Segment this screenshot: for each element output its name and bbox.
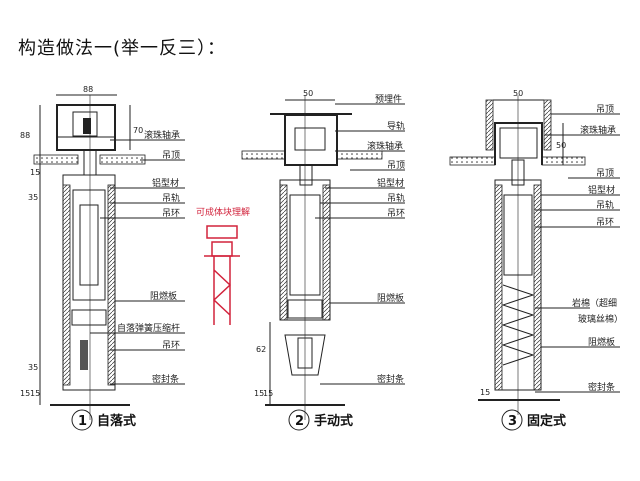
caption-3: 3 固定式 [501,409,566,431]
label: 吊顶 [387,160,405,171]
detail-2-labels: 预埋件 导轨 滚珠轴承 吊顶 铝型材 吊轨 吊环 阻燃板 密封条 [315,93,405,385]
label: 吊顶 [162,150,180,161]
label: 玻璃丝棉） [578,313,623,325]
label: 铝型材 [152,177,179,189]
label: 导轨 [387,120,405,132]
dim: 35 [28,363,38,372]
caption-number: 2 [295,414,304,429]
label: 吊环 [387,208,405,219]
label: 吊轨 [596,199,614,211]
detail-3-labels: 吊顶 滚珠轴承 吊顶 铝型材 吊轨 吊环 岩棉（超细 玻璃丝棉） 阻燃板 密封条 [535,104,623,393]
label: 预埋件 [375,93,402,105]
page-title: 构造做法一(举一反三）： [18,38,227,59]
caption-name: 自落式 [97,413,136,429]
detail-1-labels: 滚珠轴承 吊顶 铝型材 吊轨 吊环 阻燃板 自落弹簧压缩杆 吊环 密封条 [90,129,185,385]
dim: 35 [28,193,38,202]
label: 吊轨 [387,192,405,204]
label: 吊环 [162,340,180,351]
dim-width: 88 [83,85,93,94]
dim: 15 [263,389,273,398]
detail-3-drawing [449,95,586,415]
label: 滚珠轴承 [580,124,616,136]
label: 阻燃板 [150,290,177,302]
dim-width: 50 [303,89,313,98]
dim: 15 [254,389,264,398]
dim: 62 [256,345,266,354]
label: 密封条 [152,373,179,385]
dim: 15 [30,168,40,177]
caption-name: 手动式 [314,413,353,429]
dim: 15 [30,389,40,398]
label: 岩棉（超细 [572,297,617,309]
detail-1-drawing [33,94,146,420]
label: 滚珠轴承 [144,129,180,141]
dim: 15 [20,389,30,398]
annotation-text: 可成体块理解 [196,206,250,218]
label: 铝型材 [377,177,404,189]
caption-number: 1 [78,414,87,429]
label: 密封条 [588,381,615,393]
caption-2: 2 手动式 [288,409,353,431]
block-sketch [204,225,240,325]
dim-width: 50 [513,89,523,98]
label: 密封条 [377,373,404,385]
dim: 15 [480,388,490,397]
dim-height: 70 [133,126,143,135]
caption-name: 固定式 [527,413,566,429]
label: 自落弹簧压缩杆 [117,322,180,334]
label: 吊顶 [596,104,614,115]
label: 阻燃板 [588,336,615,348]
label: 阻燃板 [377,292,404,304]
label: 吊顶 [596,168,614,179]
label: 滚珠轴承 [367,140,403,152]
label: 吊环 [596,217,614,228]
label: 吊环 [162,208,180,219]
dim-height: 50 [556,141,566,150]
detail-2-drawing [241,95,383,420]
caption-1: 1 自落式 [71,409,136,431]
dim-height: 88 [20,131,30,140]
label: 吊轨 [162,192,180,204]
caption-number: 3 [508,414,517,429]
label: 铝型材 [588,184,615,196]
